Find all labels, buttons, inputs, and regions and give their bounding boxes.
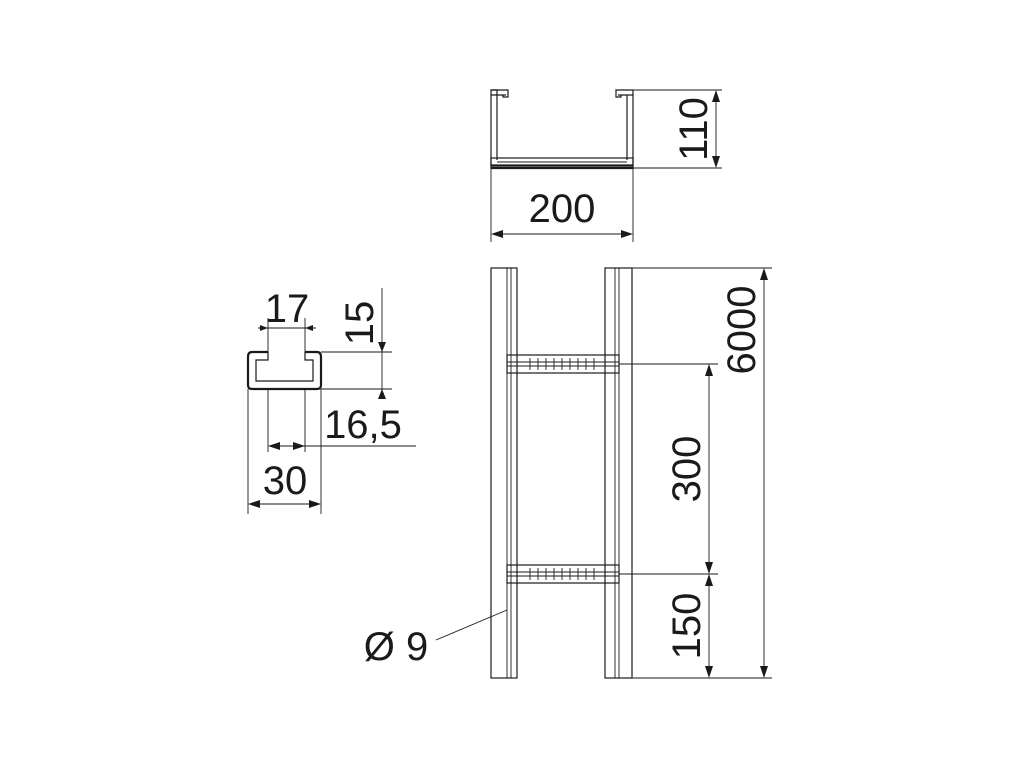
dimension-end-offset: 150	[665, 574, 713, 678]
left-rail	[490, 267, 518, 679]
dimension-profile-lip: 15	[321, 288, 392, 399]
length-label: 6000	[720, 286, 764, 375]
rail-profile-view: 17 15 16,5 30	[246, 287, 416, 514]
cross-section-view: 110 200	[490, 89, 722, 242]
right-rail	[604, 267, 633, 679]
profile-opening-label: 17	[265, 287, 310, 331]
hole-callout: Ø 9	[364, 609, 508, 669]
rung-lower	[506, 564, 620, 584]
rung-section	[490, 157, 634, 167]
height-label: 110	[672, 97, 716, 161]
hole-label: Ø 9	[364, 625, 428, 669]
dimension-profile-opening: 17	[258, 287, 316, 352]
dimension-rung-spacing: 300	[619, 363, 718, 575]
dimension-height: 110	[633, 89, 722, 169]
dimension-width: 200	[490, 168, 634, 242]
dimension-length: 6000	[632, 267, 772, 679]
profile-inner-label: 16,5	[324, 403, 402, 447]
profile-lip-label: 15	[338, 301, 382, 346]
rung-spacing-label: 300	[665, 436, 709, 503]
rail-profile-outline	[246, 350, 323, 391]
top-view: 6000 300 150 Ø 9	[364, 267, 772, 679]
left-rail-section	[490, 89, 506, 165]
end-offset-label: 150	[665, 593, 709, 660]
dimension-profile-inner: 16,5	[267, 389, 416, 452]
width-label: 200	[529, 187, 596, 231]
right-rail-section	[618, 94, 634, 165]
dimension-profile-width: 30	[247, 389, 322, 514]
rung-upper	[506, 354, 620, 374]
profile-width-label: 30	[263, 459, 308, 503]
